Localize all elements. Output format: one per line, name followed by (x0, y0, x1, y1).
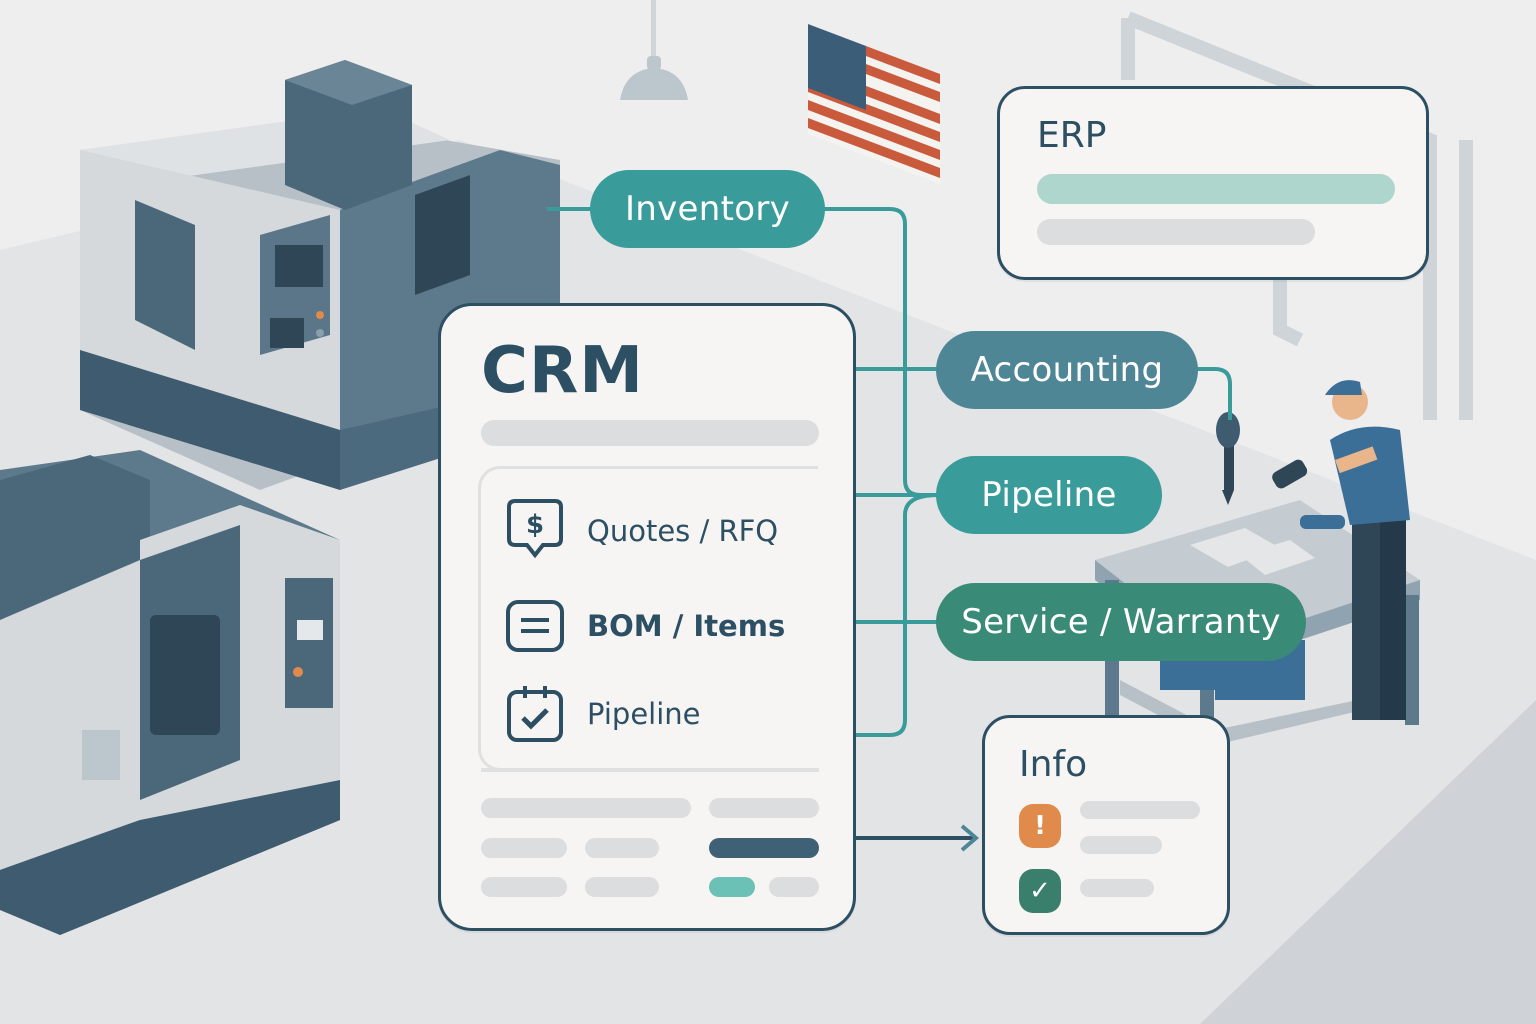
crm-card[interactable]: CRM $ Quotes / RFQ (438, 303, 856, 931)
crm-row-1-col-1 (481, 798, 691, 818)
erp-placeholder-line (1037, 219, 1315, 245)
menu-item-pipeline[interactable]: Pipeline (503, 682, 701, 746)
info-line-3 (1080, 879, 1154, 897)
us-flag-icon (808, 24, 940, 184)
module-service-warranty[interactable]: Service / Warranty (936, 583, 1306, 661)
info-line-2 (1080, 836, 1162, 854)
crm-title: CRM (481, 334, 644, 408)
erp-progress-bar (1037, 174, 1395, 204)
calendar-check-icon (503, 682, 567, 746)
crm-row-1-col-2 (709, 798, 819, 818)
module-accounting[interactable]: Accounting (936, 331, 1198, 409)
info-title: Info (1019, 744, 1088, 785)
connector-pipeline-bracket (853, 493, 939, 737)
module-accounting-label: Accounting (970, 350, 1164, 390)
crm-row-3-col-1 (481, 877, 567, 897)
crm-row-3-col-4 (769, 877, 819, 897)
connector-accounting-tool (1196, 367, 1232, 420)
warning-icon: ! (1019, 804, 1061, 848)
crm-row-2-col-1 (481, 838, 567, 858)
module-pipeline[interactable]: Pipeline (936, 456, 1162, 534)
module-pipeline-label: Pipeline (981, 475, 1117, 515)
menu-item-label: Quotes / RFQ (587, 514, 779, 548)
menu-item-bom-items[interactable]: BOM / Items (503, 594, 785, 658)
crm-search-bar (481, 420, 819, 446)
crm-action-button[interactable] (709, 838, 819, 858)
list-icon (503, 594, 567, 658)
crm-row-3-col-2 (585, 877, 659, 897)
lamp-icon (620, 0, 688, 100)
cnc-machine-lower (0, 450, 340, 935)
menu-item-label: BOM / Items (587, 609, 786, 643)
menu-item-quotes-rfq[interactable]: $ Quotes / RFQ (503, 499, 778, 563)
module-inventory-label: Inventory (624, 189, 791, 229)
info-card[interactable]: Info ! ✓ (982, 715, 1230, 935)
erp-card[interactable]: ERP (997, 86, 1429, 280)
svg-text:$: $ (526, 510, 544, 540)
menu-divider (481, 768, 819, 772)
menu-item-label: Pipeline (587, 697, 701, 731)
info-line-1 (1080, 801, 1200, 819)
crm-status-toggle[interactable] (709, 877, 755, 897)
success-check-icon: ✓ (1019, 869, 1061, 913)
module-service-warranty-label: Service / Warranty (961, 602, 1281, 642)
arrow-crm-to-info (853, 824, 980, 852)
crm-menu: $ Quotes / RFQ BOM / Items (478, 466, 818, 771)
module-inventory[interactable]: Inventory (590, 170, 825, 248)
window-frame (1121, 11, 1473, 420)
crm-row-2-col-2 (585, 838, 659, 858)
dollar-speech-bubble-icon: $ (503, 499, 567, 563)
erp-title: ERP (1037, 115, 1107, 156)
